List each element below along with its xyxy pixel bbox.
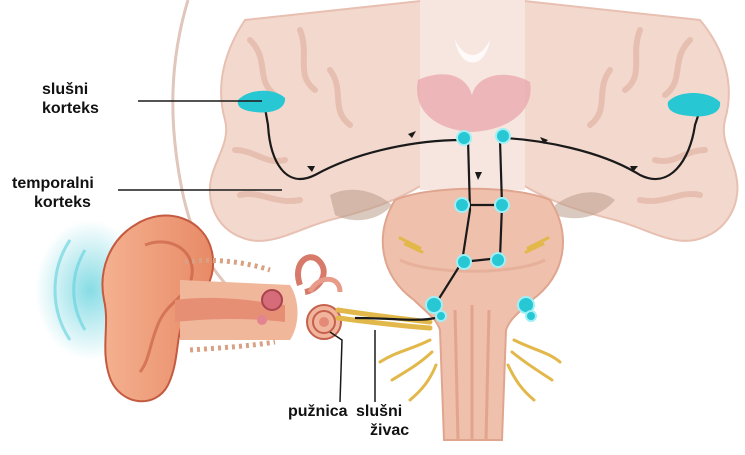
auditory-nerve-label-line-1: slušni (356, 402, 409, 421)
cochlea-label: pužnica (288, 402, 348, 421)
temporal-cortex-label: temporalni korteks (12, 174, 94, 212)
auditory-cortex-label-line-2: korteks (42, 99, 99, 118)
inner-ear (298, 257, 341, 339)
auditory-nerve-label-line-2: živac (356, 421, 409, 440)
temporal-cortex-label-line-2: korteks (12, 193, 94, 212)
auditory-cortex-label: slušni korteks (42, 80, 99, 118)
auditory-nerve-label: slušni živac (356, 402, 409, 440)
temporal-cortex-label-line-1: temporalni (12, 174, 94, 193)
auditory-cortex-label-line-1: slušni (42, 80, 99, 99)
ossicles (262, 290, 282, 310)
